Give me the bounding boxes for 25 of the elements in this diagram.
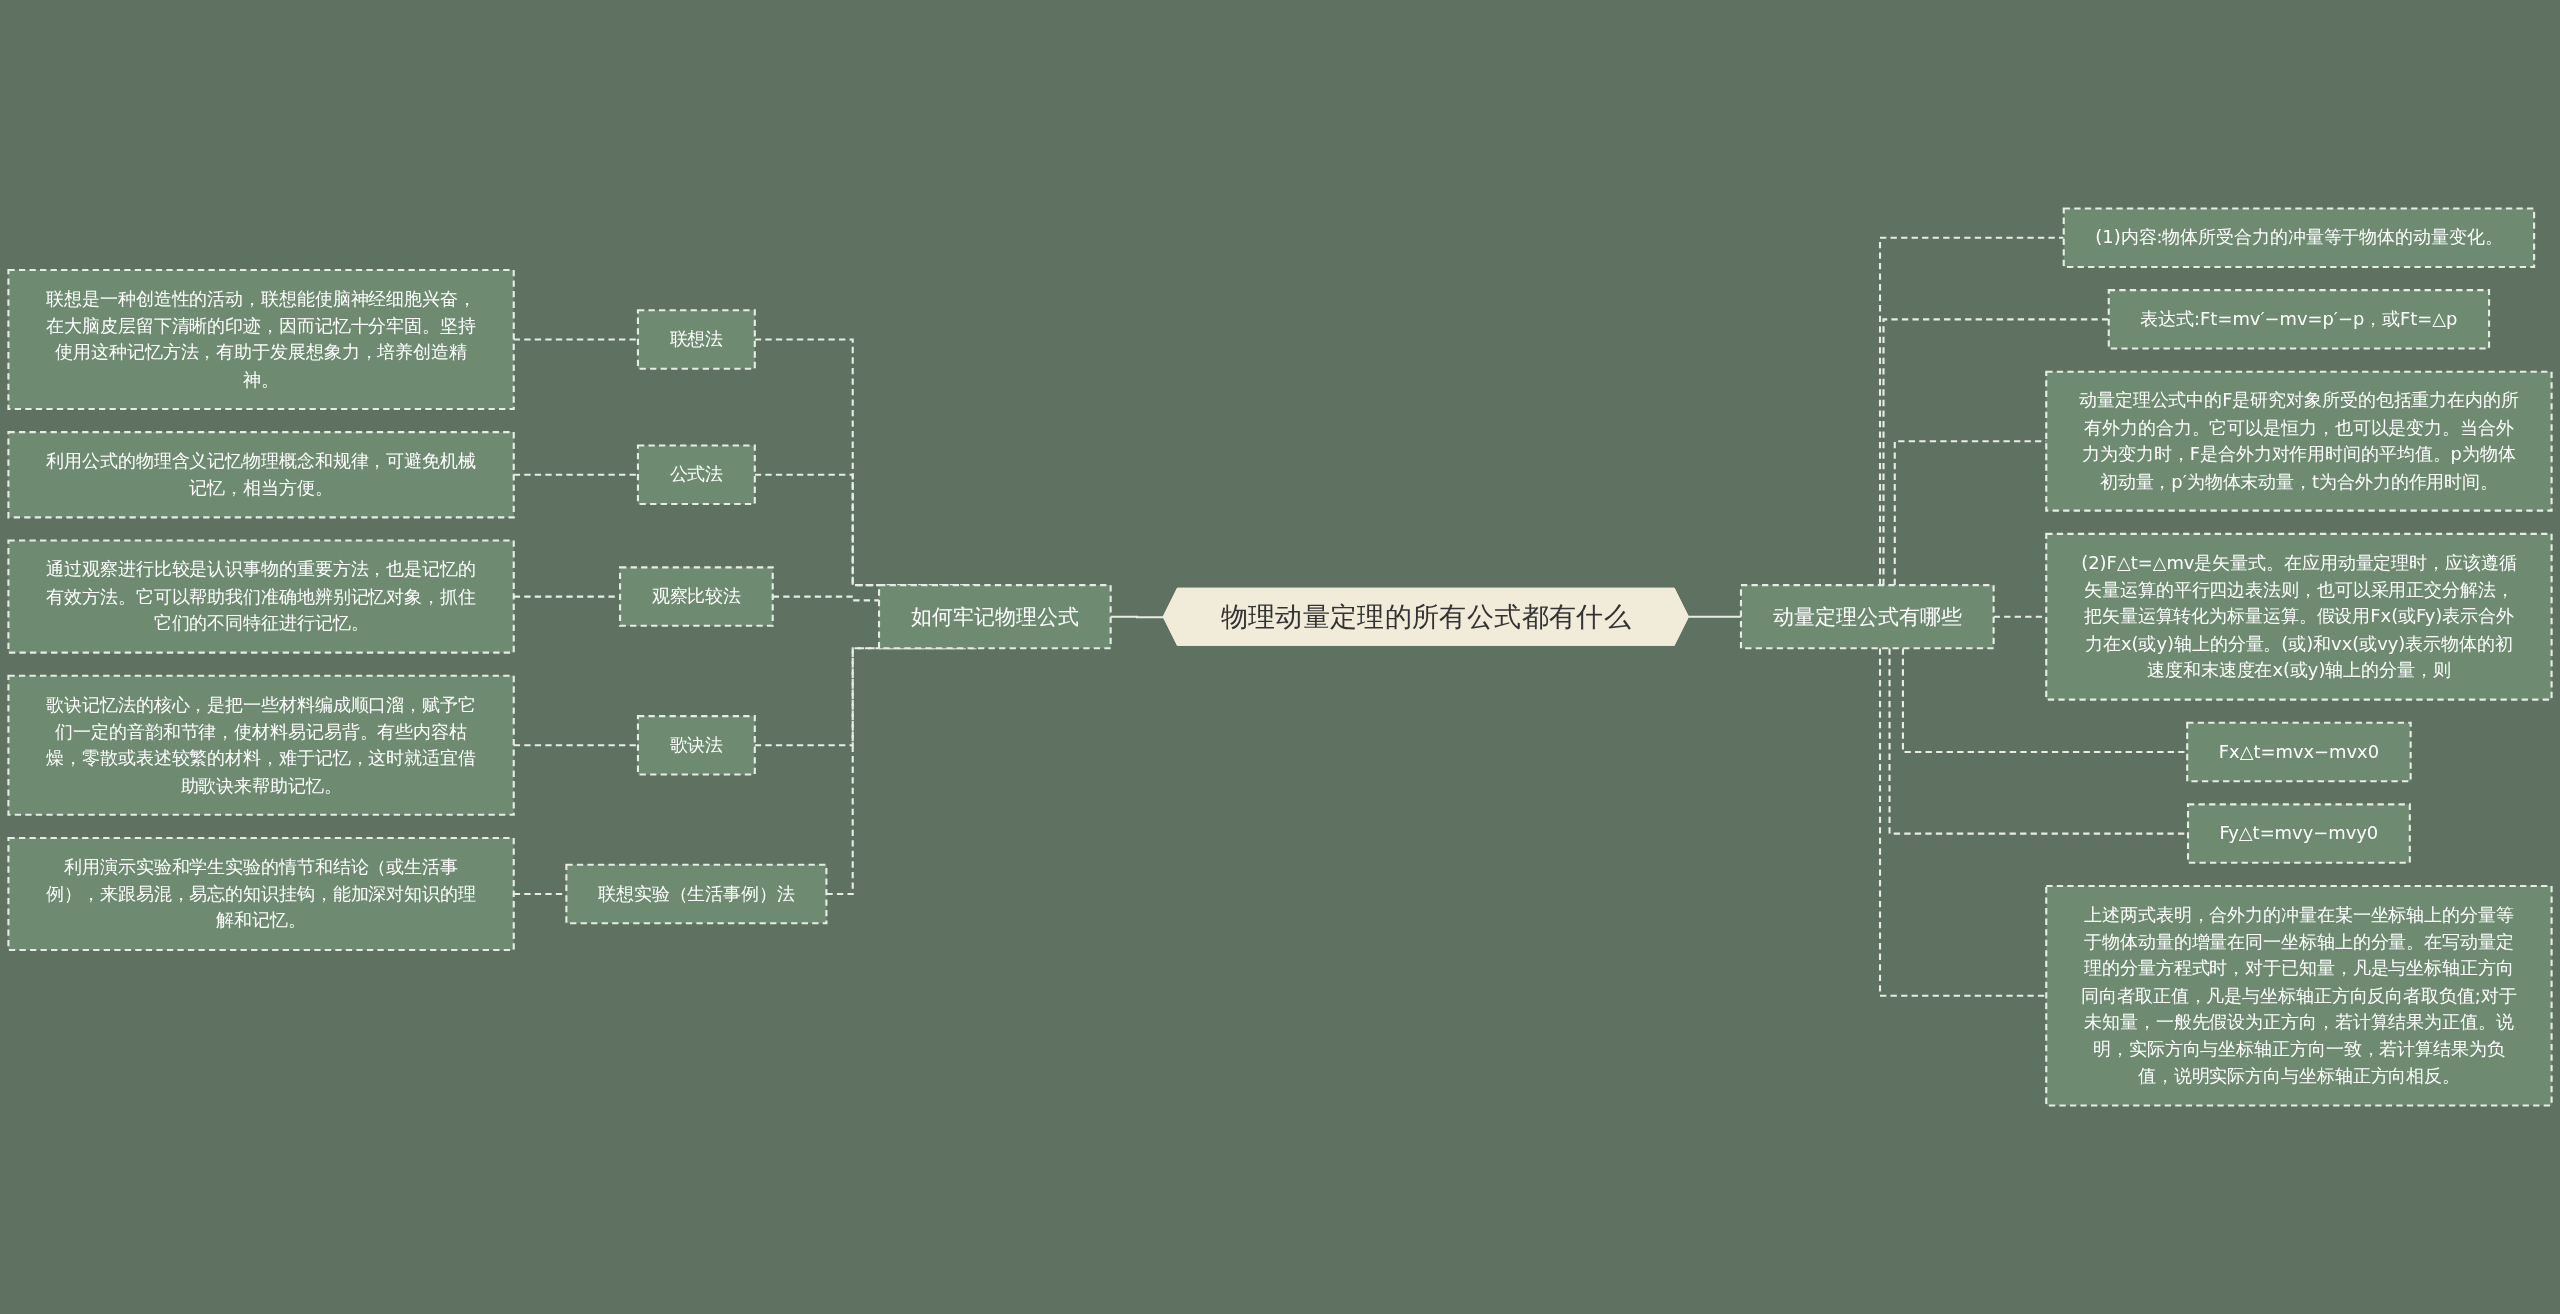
node-box: 上述两式表明，合外力的冲量在某一坐标轴上的分量等于物体动量的增量在同一坐标轴上的分量。在写动量定理的分量方程式时，对于已知量，凡是与坐标轴正方向同向者取正值，凡是与坐标轴正方向反向者取负值;对于未知量，一般先假设为正方向，若计算结果为正值。说明，实际方向与坐标轴正方向一致，若计算结果为负值，说明实际方向与坐标轴正方向相反。 [2045,884,2553,1107]
connector [1901,648,2188,754]
node-box: 利用公式的物理含义记忆物理概念和规律，可避免机械记忆，相当方便。 [7,431,515,519]
node-box: 联想实验（生活事例）法 [565,863,828,925]
node-box: 如何牢记物理公式 [878,584,1112,650]
node-box: 动量定理公式有哪些 [1739,584,1995,650]
node-box: 联想是一种创造性的活动，联想能使脑神经细胞兴奋，在大脑皮层留下清晰的印迹，因而记忆十分牢固。坚持使用这种记忆方法，有助于发展想象力，培养创造精神。 [7,268,515,410]
node-box: 歌诀记忆法的核心，是把一些材料编成顺口溜，赋予它们一定的音韵和节律，使材料易记易背。有些内容枯燥，零散或表述较繁的材料，难于记忆，这时就适宜借助歌诀来帮助记忆。 [7,674,515,816]
connector [1882,318,2109,586]
connector [1878,236,2064,586]
node-box: (2)F△t=△mv是矢量式。在应用动量定理时，应该遵循矢量运算的平行四边表法则，也可以采用正交分解法，把矢量运算转化为标量运算。假设用Fx(或Fy)表示合外力在x(或y)轴上的分量。(或)和vx(或vy)表示物体的初速度和末速度在x(或y)轴上的分量，则 [2045,532,2553,701]
node-box: 观察比较法 [619,566,774,627]
node-box: Fy△t=mvy−mvy0 [2186,803,2411,864]
node-box: 动量定理公式中的F是研究对象所受的包括重力在内的所有外力的合力。它可以是恒力，也可以是变力。当合外力为变力时，F是合外力对作用时间的平均值。p为物体初动量，p′为物体末动量，t为合外力的作用时间。 [2045,370,2553,512]
connector [1878,648,2047,997]
connector [1888,648,2188,835]
node-box: 利用演示实验和学生实验的情节和结论（或生活事例），来跟易混，易忘的知识挂钩，能加深对知识的理解和记忆。 [7,836,515,952]
node-box: 歌诀法 [636,715,756,776]
node-box: 公式法 [636,444,756,505]
node-box: (1)内容:物体所受合力的冲量等于物体的动量变化。 [2062,207,2536,268]
node-box: 表达式:Ft=mv′−mv=p′−p，或Ft=△p [2107,289,2491,350]
connector [1687,615,1741,619]
node-box: Fx△t=mvx−mvx0 [2186,721,2412,783]
node-box: 联想法 [636,309,756,370]
node-box: 通过观察进行比较是认识事物的重要方法，也是记忆的有效方法。它可以帮助我们准确地辨别记忆对象，抓住它们的不同特征进行记忆。 [7,539,515,654]
